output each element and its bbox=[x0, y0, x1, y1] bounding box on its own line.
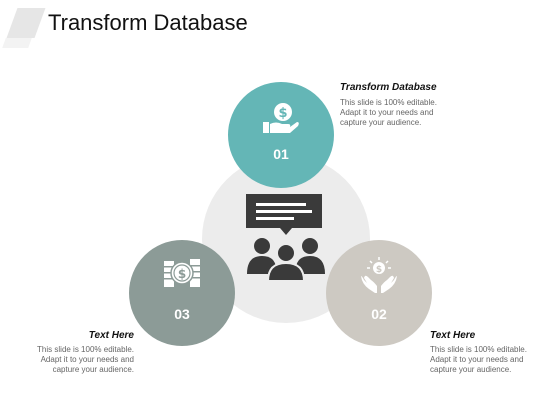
svg-text:$: $ bbox=[376, 265, 382, 275]
step-circle-01 bbox=[228, 82, 334, 188]
step-number-02: 02 bbox=[371, 306, 387, 322]
item-01-body: This slide is 100% editable. Adapt it to… bbox=[340, 98, 437, 127]
item-02-body: This slide is 100% editable. Adapt it to… bbox=[430, 345, 527, 374]
hand-dollar-icon: $ bbox=[263, 103, 299, 133]
hands-money-icon: $ bbox=[361, 257, 397, 293]
title-decoration bbox=[6, 8, 46, 38]
item-03-body: This slide is 100% editable. Adapt it to… bbox=[37, 345, 134, 374]
team-meeting-icon bbox=[246, 194, 325, 282]
step-number-01: 01 bbox=[273, 146, 289, 162]
slide-title: Transform Database bbox=[48, 10, 248, 35]
svg-text:$: $ bbox=[178, 267, 186, 281]
step-number-03: 03 bbox=[174, 306, 190, 322]
item-01-heading: Transform Database bbox=[340, 82, 437, 93]
title-decoration-shadow bbox=[2, 38, 32, 48]
coins-dollar-icon: $ bbox=[164, 259, 200, 287]
item-03-heading: Text Here bbox=[88, 330, 134, 341]
step-circle-03 bbox=[129, 240, 235, 346]
item-02-heading: Text Here bbox=[430, 330, 476, 341]
svg-text:$: $ bbox=[278, 106, 287, 121]
